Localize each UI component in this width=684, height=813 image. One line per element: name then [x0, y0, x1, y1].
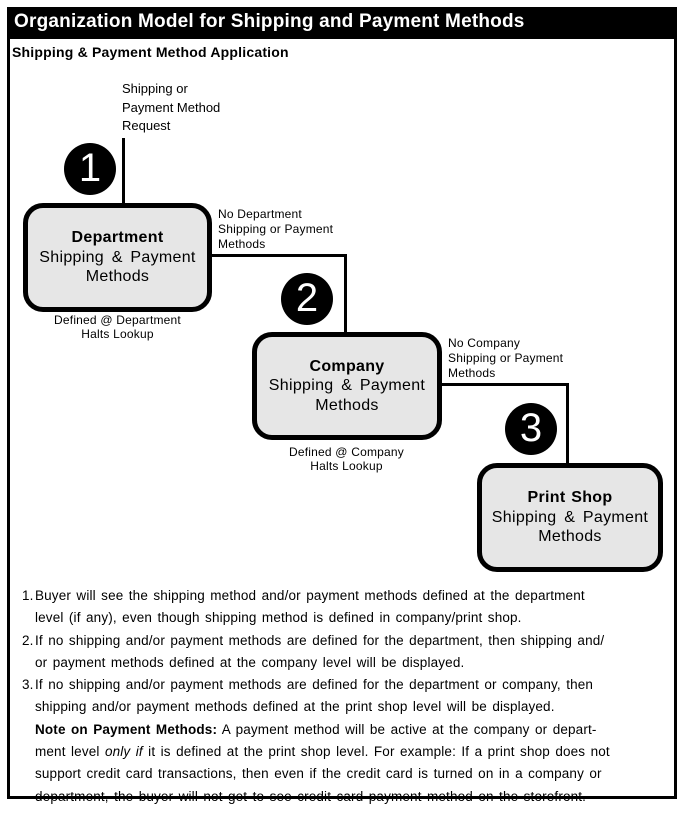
diagram-subtitle: Shipping & Payment Method Application — [12, 44, 289, 60]
request-label: Shipping or Payment Method Request — [122, 80, 220, 136]
edge-label-no-department: No Department Shipping or Payment Method… — [218, 207, 333, 253]
note-item-1-text-1: Buyer will see the shipping method and/o… — [35, 588, 585, 603]
edge-label-no-company: No Company Shipping or Payment Methods — [448, 336, 563, 382]
note-item-3-line-2: shipping and/or payment methods defined … — [35, 699, 555, 715]
note-item-1-line-1: 1.Buyer will see the shipping method and… — [22, 585, 670, 607]
note-item-2-marker: 2. — [22, 632, 34, 648]
node-department: Department Shipping & Payment Methods — [23, 203, 212, 312]
step-number-3: 3 — [519, 406, 543, 450]
department-footnote-line1: Defined @ Department — [54, 313, 181, 327]
edge-label-no-department-line3: Methods — [218, 237, 266, 252]
step-circle-1: 1 — [64, 143, 116, 195]
company-footnote: Defined @ Company Halts Lookup — [252, 445, 441, 474]
payment-note-line2-post: it is defined at the print shop level. F… — [142, 744, 610, 760]
node-company-line2: Shipping & Payment — [268, 377, 426, 395]
connector-request-to-department — [122, 138, 125, 206]
step-circle-3: 3 — [505, 403, 557, 455]
step-number-1: 1 — [78, 146, 102, 190]
department-footnote-line2: Halts Lookup — [81, 326, 154, 341]
payment-note-line2-italic: only if — [104, 744, 143, 760]
node-print-shop-title: Print Shop — [527, 489, 613, 507]
node-print-shop-line3: Methods — [538, 528, 602, 546]
node-department-line2: Shipping & Payment — [39, 248, 196, 266]
request-label-line1: Shipping or — [122, 81, 188, 96]
edge-label-no-company-line3: Methods — [448, 366, 496, 381]
page-title: Organization Model for Shipping and Paym… — [14, 11, 525, 32]
connector-company-horizontal — [440, 383, 569, 386]
edge-label-no-company-line2: Shipping or Payment — [448, 351, 564, 366]
note-item-3-marker: 3. — [22, 677, 34, 693]
note-item-3-line-1: 3.If no shipping and/or payment methods … — [22, 674, 670, 696]
connector-company-to-printshop — [566, 383, 569, 466]
note-item-3-text-1: If no shipping and/or payment methods ar… — [35, 677, 594, 693]
node-company-line3: Methods — [315, 396, 379, 414]
payment-note-line-4: department, the buyer will not get to se… — [35, 788, 587, 804]
node-print-shop-line2: Shipping & Payment — [491, 508, 649, 526]
connector-department-horizontal — [210, 254, 347, 257]
title-bar: Organization Model for Shipping and Paym… — [7, 7, 677, 36]
connector-department-to-company — [344, 254, 347, 335]
note-item-2-line-2: or payment methods defined at the compan… — [35, 654, 465, 670]
node-print-shop: Print Shop Shipping & Payment Methods — [477, 463, 663, 572]
payment-note-line2-pre: ment level — [35, 744, 105, 760]
payment-note-line-2: ment level only if it is defined at the … — [22, 741, 670, 763]
step-circle-2: 2 — [281, 273, 333, 325]
node-department-title: Department — [71, 229, 164, 247]
step-number-2: 2 — [295, 276, 319, 320]
payment-note-line-1: Note on Payment Methods: A payment metho… — [22, 719, 670, 741]
notes-list: 1.Buyer will see the shipping method and… — [22, 585, 670, 808]
company-footnote-line1: Defined @ Company — [289, 445, 404, 459]
note-item-2-line-1: 2.If no shipping and/or payment methods … — [22, 630, 670, 652]
payment-note-line-3: support credit card transactions, then e… — [35, 766, 602, 782]
payment-note-bold-lead: Note on Payment Methods: — [35, 721, 218, 737]
request-label-line3: Request — [122, 118, 171, 133]
department-footnote: Defined @ Department Halts Lookup — [23, 313, 212, 342]
node-company-title: Company — [309, 357, 385, 375]
request-label-line2: Payment Method — [122, 99, 221, 115]
note-item-1-line-2: level (if any), even though shipping met… — [35, 610, 522, 626]
edge-label-no-department-line2: Shipping or Payment — [218, 222, 334, 237]
node-company: Company Shipping & Payment Methods — [252, 332, 442, 440]
note-item-2-text-1: If no shipping and/or payment methods ar… — [35, 632, 605, 648]
edge-label-no-department-line1: No Department — [218, 207, 302, 221]
node-department-line3: Methods — [85, 268, 150, 286]
note-item-1-marker: 1. — [22, 588, 34, 603]
edge-label-no-company-line1: No Company — [448, 336, 521, 350]
company-footnote-line2: Halts Lookup — [310, 458, 383, 473]
payment-note-after-lead: A payment method will be active at the c… — [217, 721, 597, 737]
